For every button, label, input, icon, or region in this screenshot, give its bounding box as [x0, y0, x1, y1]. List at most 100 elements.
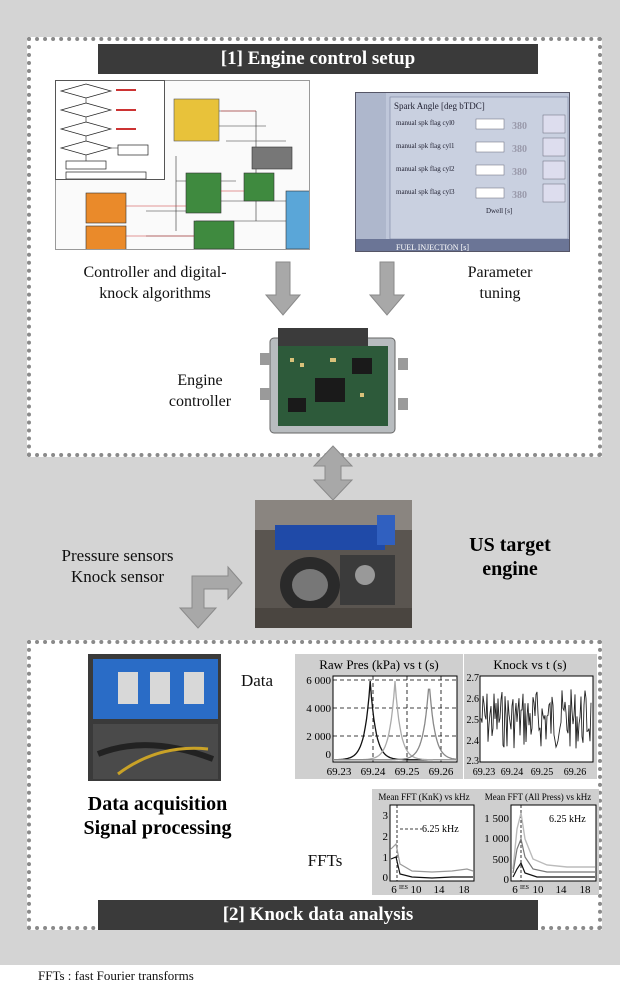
- chart3-xticks: 6 10 14 18: [391, 884, 470, 895]
- flowchart-image: [55, 80, 165, 180]
- chart2-ytick-0: 2.7: [467, 673, 480, 684]
- chart1-xtick-2: 69.25: [395, 766, 420, 778]
- tuning-label-line1: Parameter: [467, 264, 533, 281]
- chart4-series-mid: [512, 836, 595, 874]
- fft-knock-chart: Mean FFT (KnK) vs kHz 6.25 kHz 3 2 1 0 6…: [372, 789, 477, 895]
- chart4-title: Mean FFT (All Press) vs kHz: [485, 792, 592, 802]
- daq-line1: Data acquisition: [87, 793, 228, 815]
- parameter-tuning-label: Parameter tuning: [445, 262, 555, 304]
- ui-value-1: 380: [512, 144, 527, 155]
- chart4-xtick-2: 14: [556, 884, 568, 895]
- controller-label-line2: knock algorithms: [99, 285, 211, 302]
- chart3-xtick-1: 10: [411, 884, 423, 895]
- parameter-tuning-ui: Spark Angle [deg bTDC] manual spk flag c…: [355, 92, 570, 252]
- chart2-series-line: [480, 689, 592, 749]
- bent-arrow: [178, 565, 243, 629]
- chart2-yticks: 2.7 2.6 2.5 2.4 2.3: [467, 673, 480, 767]
- chart1-grid: [333, 676, 457, 762]
- chart3-ytick-1: 2: [383, 831, 389, 843]
- chart2-xtick-3: 69.26: [564, 767, 587, 778]
- engine-title-line1: US target: [469, 534, 551, 556]
- sensor-line2: Knock sensor: [70, 567, 164, 586]
- controller-algorithms-label: Controller and digital- knock algorithms: [40, 262, 270, 304]
- ui-value-0: 380: [512, 121, 527, 132]
- sensor-line1: Pressure sensors: [61, 546, 174, 565]
- chart1-ytick-0: 6 000: [306, 675, 331, 687]
- ui-value-3: 380: [512, 190, 527, 201]
- chart1-series: [333, 680, 458, 761]
- bidirectional-arrow: [312, 445, 354, 501]
- chart1-yticks: 6 000 4 000 2 000 0: [306, 675, 331, 761]
- chart3-yticks: 3 2 1 0: [383, 810, 389, 884]
- section2-header: [2] Knock data analysis: [98, 900, 538, 930]
- controller-label-line1: Controller and digital-: [83, 264, 227, 281]
- chart1-plot-area: [332, 675, 458, 763]
- chart3-ytick-0: 3: [383, 810, 389, 822]
- ui-panel-svg: Spark Angle [deg bTDC] manual spk flag c…: [356, 93, 569, 252]
- chart4-ytick-0: 1 500: [484, 813, 509, 825]
- chart3-xtick-2: 14: [434, 884, 446, 895]
- footnote: FFTs : fast Fourier transforms: [38, 968, 194, 983]
- tuning-label-line2: tuning: [479, 285, 521, 302]
- ui-footer: FUEL INJECTION [s]: [396, 243, 469, 252]
- ffts-label: FFTs: [307, 851, 343, 870]
- chart4-xtick-1: 10: [533, 884, 545, 895]
- chart3-xtick-0: 6: [391, 884, 397, 895]
- chart3-series-black: [390, 856, 473, 879]
- daq-title: Data acquisition Signal processing: [60, 792, 255, 840]
- chart4-xtick-3: 18: [580, 884, 592, 895]
- chart1-ytick-2: 2 000: [306, 731, 331, 743]
- chart4-ytick-3: 0: [504, 874, 510, 886]
- chart3-series: [390, 805, 474, 881]
- chart4-series-light: [512, 812, 595, 870]
- chart4-annotation: 6.25 kHz: [549, 814, 586, 825]
- chart2-ytick-3: 2.4: [467, 736, 480, 747]
- chart1-series-line-2: [333, 688, 458, 761]
- chart3-ytick-2: 1: [383, 852, 389, 864]
- engine-title-line2: engine: [482, 558, 538, 580]
- chart1-ytick-3: 0: [326, 749, 332, 761]
- chart3-ytick-3: 0: [383, 872, 389, 884]
- chart2-xtick-1: 69.24: [501, 767, 524, 778]
- engine-svg: [255, 500, 412, 628]
- chart2-series: [480, 689, 592, 749]
- chart4-yticks: 1 500 1 000 500 0: [484, 813, 509, 886]
- chart2-ytick-1: 2.6: [467, 694, 480, 705]
- ecu-label-line2: controller: [168, 393, 232, 410]
- chart1-ytick-1: 4 000: [306, 703, 331, 715]
- chart4-series: [512, 805, 595, 881]
- chart2-ytick-4: 2.3: [467, 756, 480, 767]
- chart2-xtick-2: 69.25: [531, 767, 554, 778]
- chart3-tag: IES: [399, 885, 408, 891]
- chart4-xtick-0: 6: [512, 884, 518, 895]
- chart3-xtick-3: 18: [459, 884, 471, 895]
- flowchart-svg: [59, 83, 149, 179]
- chart3-plot-area: [389, 804, 475, 882]
- target-engine-title: US target engine: [440, 533, 580, 581]
- chart1-xtick-3: 69.26: [429, 766, 454, 778]
- down-arrow-right: [368, 261, 406, 316]
- chart4-plot-area: [510, 804, 597, 882]
- chart4-series-dark: [512, 861, 595, 878]
- chart1-xtick-0: 69.23: [327, 766, 352, 778]
- ui-dwell: Dwell [s]: [486, 207, 512, 215]
- raw-pressure-chart: Raw Pres (kPa) vs t (s) 6 000 4 000 2 00…: [295, 654, 463, 779]
- data-label: Data: [240, 671, 274, 690]
- chart4-ytick-2: 500: [493, 854, 510, 866]
- chart3-annotation: 6.25 kHz: [422, 824, 459, 835]
- ui-row-3: manual spk flag cyl3: [396, 188, 455, 196]
- ecu-svg: [260, 318, 410, 443]
- ui-value-2: 380: [512, 167, 527, 178]
- daq-line2: Signal processing: [83, 817, 232, 839]
- sensors-label: Pressure sensors Knock sensor: [30, 545, 205, 587]
- fft-pressure-chart: Mean FFT (All Press) vs kHz 6.25 kHz 1 5…: [477, 789, 599, 895]
- chart4-ytick-1: 1 000: [484, 833, 509, 845]
- down-arrow-left: [264, 261, 302, 316]
- chart2-title: Knock vs t (s): [493, 657, 566, 672]
- chart3-title: Mean FFT (KnK) vs kHz: [378, 792, 469, 802]
- daq-svg: [88, 654, 221, 781]
- engine-controller-image: [260, 318, 410, 443]
- engine-controller-label: Engine controller: [150, 370, 250, 412]
- chart3-series-gray: [390, 842, 474, 873]
